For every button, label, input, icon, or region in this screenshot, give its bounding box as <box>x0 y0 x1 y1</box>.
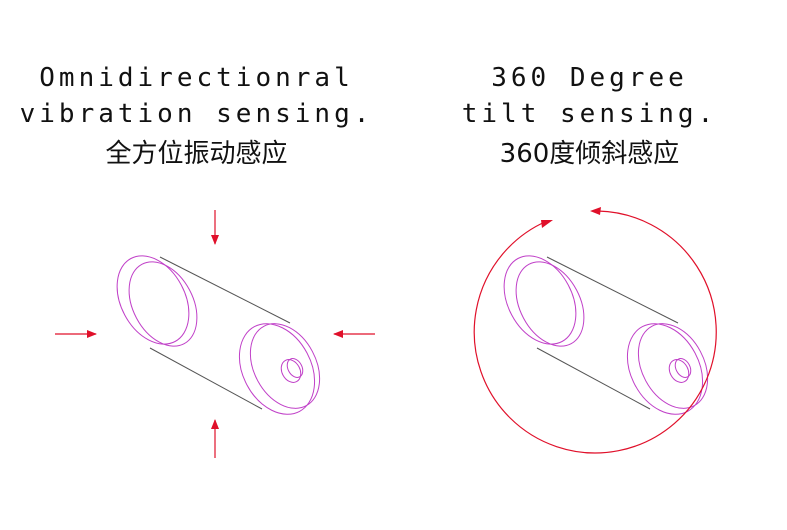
cylinder-pin <box>668 359 690 383</box>
rotation-arrowhead-end <box>541 220 553 228</box>
cylinder-front-cap-outer <box>626 323 704 415</box>
vibration-sensor-cylinder <box>116 255 321 415</box>
rotation-circle <box>473 210 717 454</box>
vibration-arrows <box>55 210 375 458</box>
cylinder-back-cap-inner <box>128 261 198 347</box>
rotation-arrowhead-start <box>590 207 601 215</box>
vibration-title-cn: 全方位振动感应 <box>105 139 288 169</box>
vibration-title-line1: Omnidirectionral <box>39 63 354 93</box>
cylinder-top-edge <box>159 256 291 324</box>
tilt-sensor-cylinder <box>503 255 709 415</box>
cylinder-front-cap-inner <box>637 323 709 409</box>
tilt-panel: 360 Degree tilt sensing. 360度倾斜感应 <box>393 0 786 530</box>
cylinder-bottom-edge <box>149 347 263 410</box>
tilt-rotation-indicator <box>473 207 717 454</box>
cylinder-top-edge <box>546 256 679 324</box>
vibration-title-line2: vibration sensing. <box>19 99 374 129</box>
cylinder-pin-tip <box>286 358 304 378</box>
cylinder-front-cap-outer <box>238 323 316 415</box>
cylinder-back-cap-outer <box>503 255 577 345</box>
cylinder-bottom-edge <box>536 347 651 410</box>
tilt-title-line1: 360 Degree <box>491 63 688 93</box>
cylinder-back-cap-outer <box>116 255 190 345</box>
cylinder-pin-tip <box>674 358 692 378</box>
vibration-panel: Omnidirectionral vibration sensing. 全方位振… <box>0 0 393 530</box>
tilt-title-line2: tilt sensing. <box>461 99 718 129</box>
cylinder-back-cap-inner <box>515 261 585 347</box>
cylinder-pin <box>280 359 302 383</box>
tilt-title-cn: 360度倾斜感应 <box>499 139 680 169</box>
cylinder-front-cap-inner <box>249 323 321 409</box>
